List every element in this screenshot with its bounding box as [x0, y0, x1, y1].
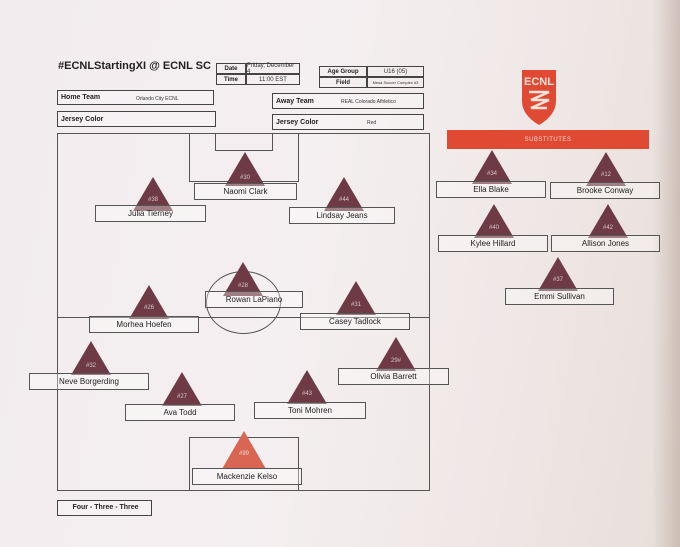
age-group-label: Age Group [319, 66, 367, 77]
player-number: #31 [350, 302, 361, 308]
home-team-label: Home Team [61, 94, 101, 101]
player-marker [336, 281, 376, 315]
player-number: #38 [147, 197, 158, 203]
player-marker [162, 372, 202, 406]
away-jersey-label: Jersey Color [276, 119, 319, 126]
player-name: Toni Mohren [254, 402, 366, 419]
date-value: Friday, December 4 [246, 63, 300, 75]
player-name: Rowan LaPiano [205, 291, 303, 308]
sub-number: #37 [552, 277, 563, 283]
sub-marker [588, 204, 628, 238]
goalkeeper-marker [222, 431, 266, 469]
player-name: Julia Tierney [95, 205, 206, 222]
player-name: Casey Tadlock [300, 313, 410, 330]
away-team-label: Away Team [276, 98, 314, 105]
page-title: #ECNLStartingXI @ ECNL SC [58, 60, 211, 72]
sub-marker [538, 257, 578, 291]
home-team-value: Orlando City ECNL [136, 96, 179, 102]
player-number: #32 [85, 363, 96, 369]
player-marker [376, 337, 416, 371]
player-number: #28 [237, 283, 248, 289]
away-team-row: Away Team REAL Colorado Athletico [272, 93, 424, 109]
player-marker [223, 262, 263, 296]
player-name: Olivia Barrett [338, 368, 449, 385]
logo-text: ECNL [524, 76, 554, 88]
sub-marker [586, 152, 626, 186]
sub-name: Brooke Conway [550, 182, 660, 199]
sub-marker [474, 204, 514, 238]
player-name: Naomi Clark [194, 183, 297, 200]
home-jersey-row: Jersey Color [57, 111, 216, 127]
sub-number: #34 [486, 171, 497, 177]
player-name: Mackenzie Kelso [192, 468, 302, 485]
player-number: #44 [338, 197, 349, 203]
player-number: #30 [239, 175, 250, 181]
sub-number: #12 [600, 172, 611, 178]
player-name: Morhea Hoefen [89, 316, 199, 333]
time-value: 11:00 EST [246, 74, 300, 85]
top-goal-box [215, 133, 273, 151]
away-team-value: REAL Colorado Athletico [341, 99, 396, 105]
ecnl-logo: ECNL [522, 70, 556, 125]
substitutes-header: SUBSTITUTES [447, 130, 649, 149]
home-jersey-label: Jersey Color [61, 116, 104, 123]
sub-number: #40 [488, 225, 499, 231]
sub-name: Emmi Sullivan [505, 288, 614, 305]
sub-number: #42 [602, 225, 613, 231]
field-value: Mesa Soccer Complex #3 [367, 77, 424, 88]
player-name: Lindsay Jeans [289, 207, 395, 224]
player-name: Ava Todd [125, 404, 235, 421]
formation-box: Four - Three - Three [57, 500, 152, 516]
player-marker [225, 152, 265, 186]
away-jersey-row: Jersey Color Red [272, 114, 424, 130]
player-marker [324, 177, 364, 211]
player-marker [287, 370, 327, 404]
player-number: #26 [143, 305, 154, 311]
sub-name: Kylee Hillard [438, 235, 548, 252]
time-label: Time [216, 74, 246, 85]
away-jersey-value: Red [367, 120, 377, 126]
age-group-value: U16 (05) [367, 66, 424, 77]
sub-marker [472, 150, 512, 184]
player-number: 29# [390, 358, 401, 364]
player-number: #99 [238, 451, 249, 457]
soccer-field [57, 133, 430, 491]
player-marker [71, 341, 111, 375]
field-label: Field [319, 77, 367, 88]
sub-name: Ella Blake [436, 181, 546, 198]
player-number: #43 [301, 391, 312, 397]
formation-label: Four - Three - Three [72, 504, 139, 511]
player-name: Neve Borgerding [29, 373, 149, 390]
player-number: #27 [176, 394, 187, 400]
home-team-row: Home Team Orlando City ECNL [57, 90, 214, 105]
date-label: Date [216, 63, 246, 74]
player-marker [129, 285, 169, 319]
sub-name: Allison Jones [551, 235, 660, 252]
